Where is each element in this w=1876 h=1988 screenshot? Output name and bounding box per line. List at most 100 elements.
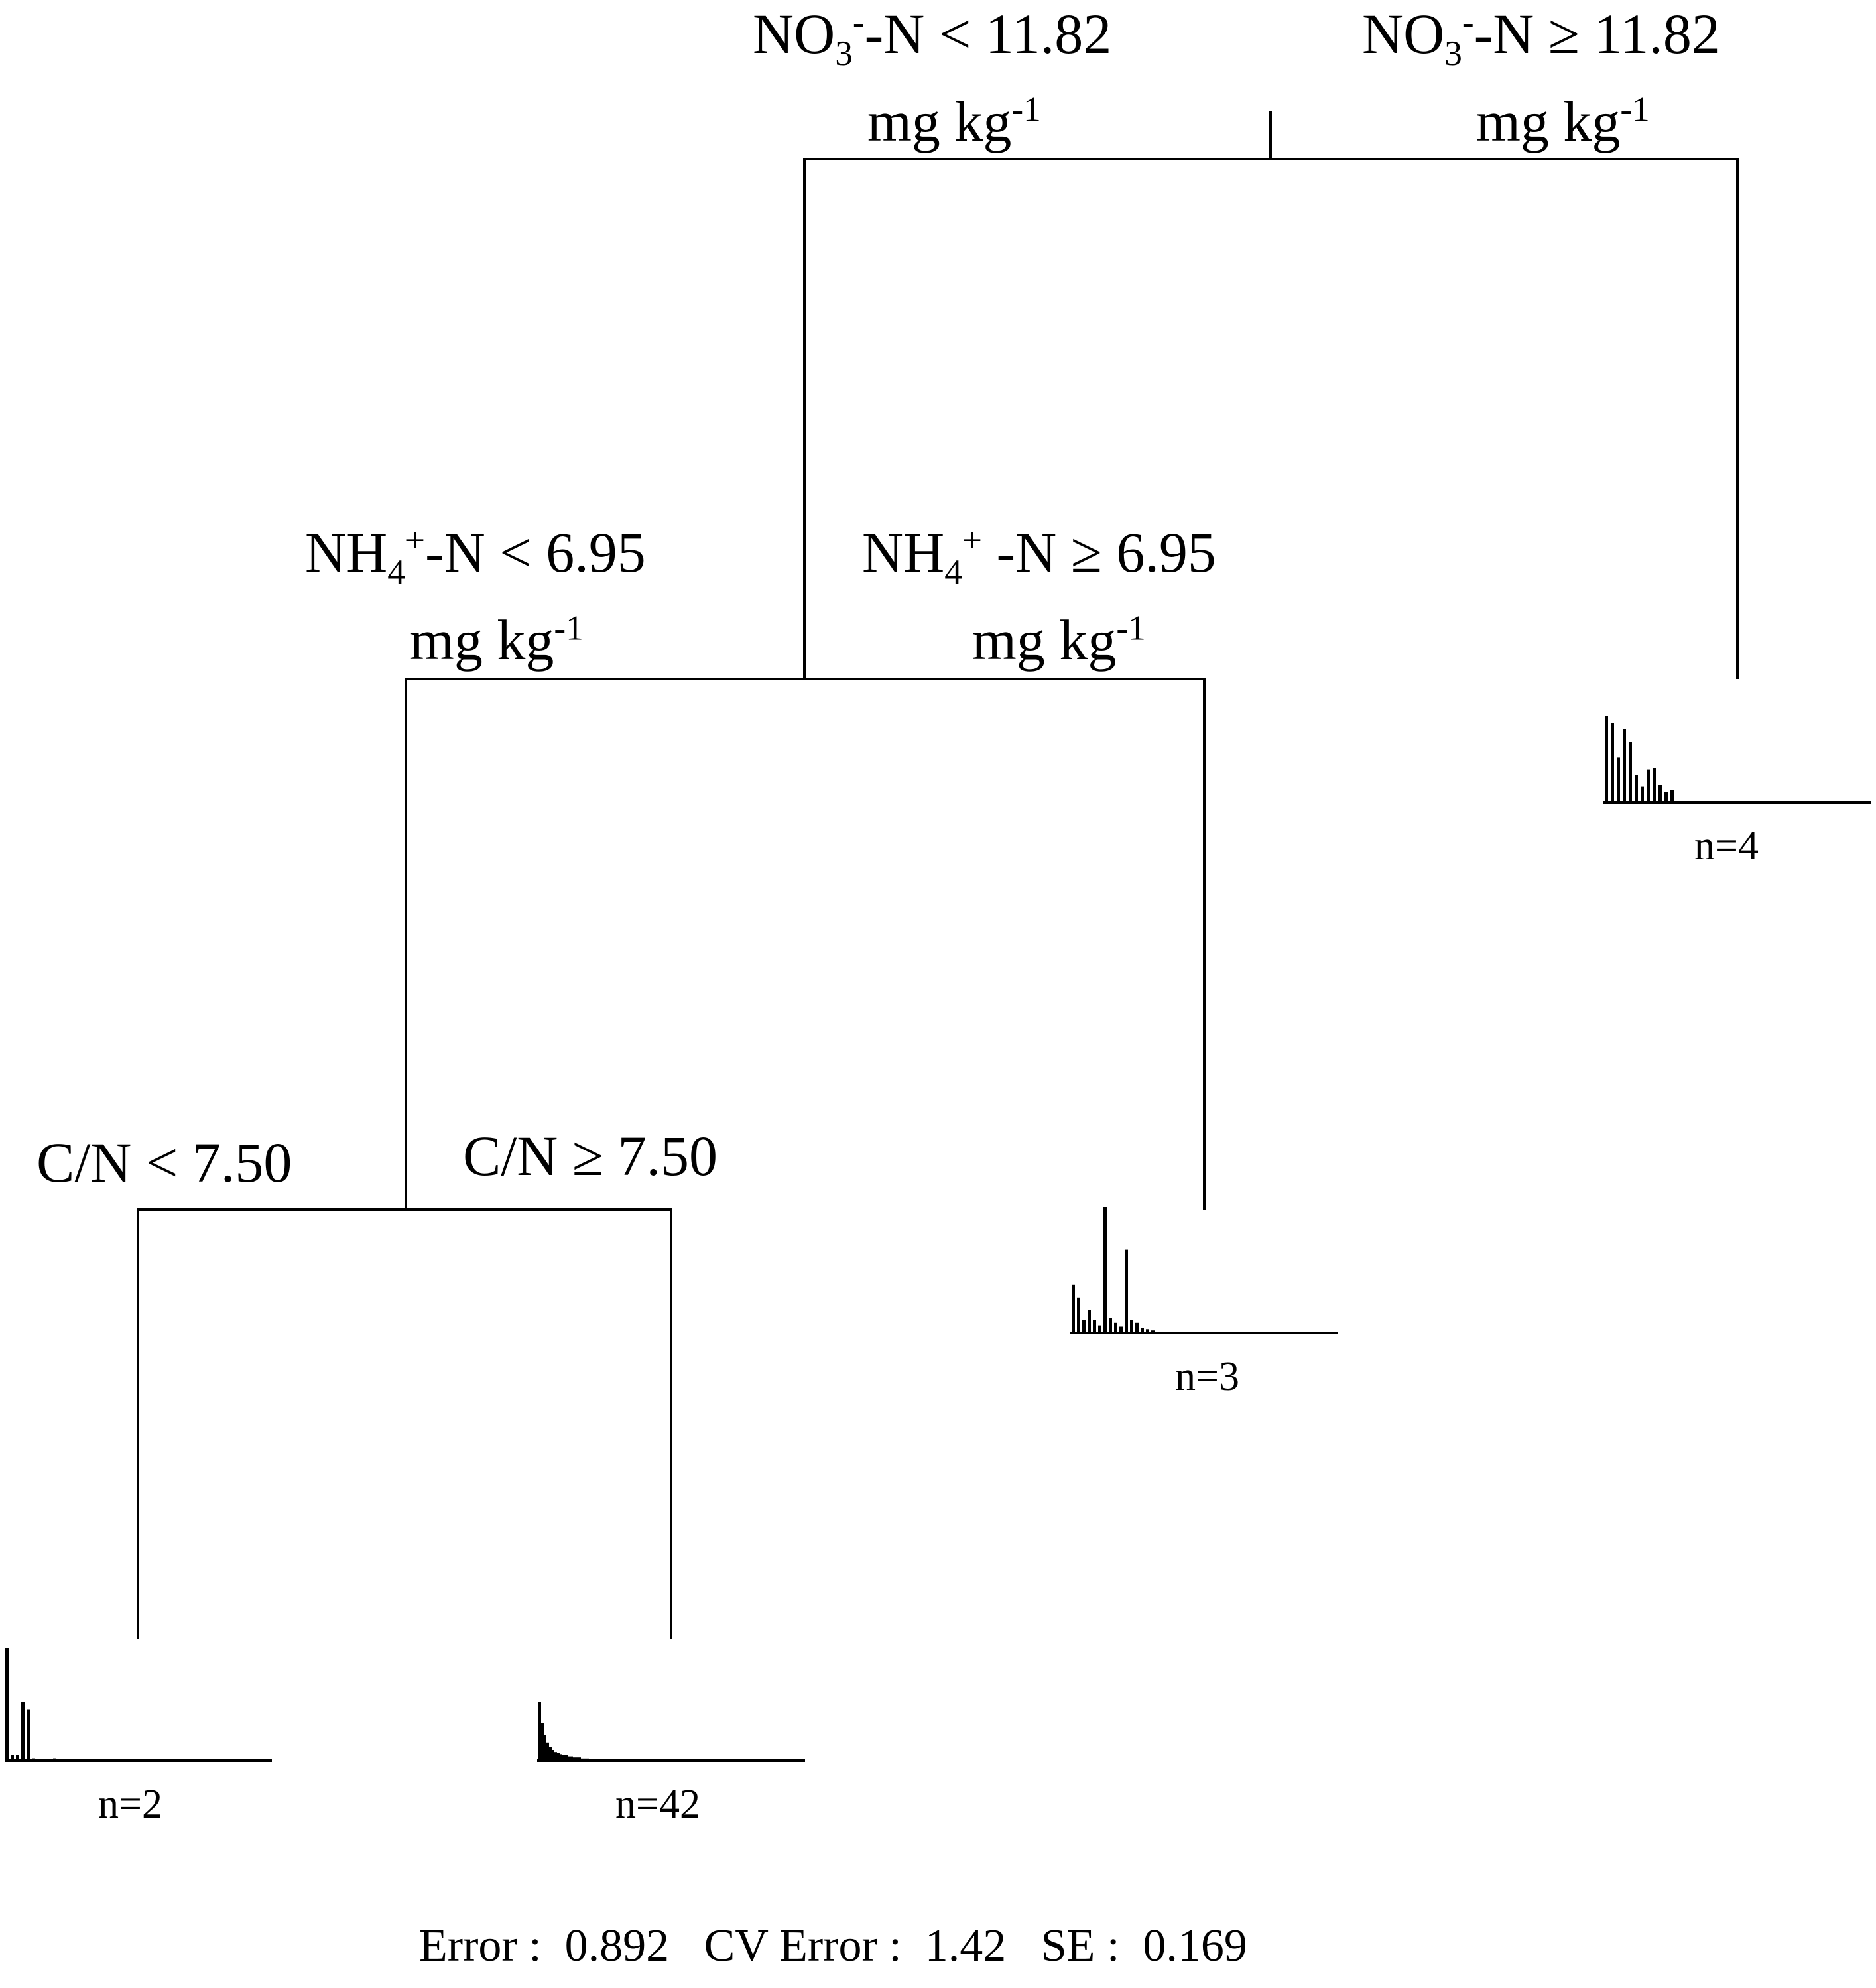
histogram-bar (1130, 1320, 1133, 1333)
histogram-bar (1119, 1326, 1123, 1333)
histogram-bar (560, 1754, 562, 1761)
histogram-bar (1114, 1322, 1117, 1333)
leaf-label-n42: n=42 (615, 1782, 700, 1827)
histogram-bar (1109, 1318, 1112, 1333)
histogram-bar (1658, 785, 1662, 802)
histogram-bar (1664, 792, 1668, 802)
condition-text: -N < 6.95 (424, 521, 646, 584)
superscript: - (852, 1, 865, 42)
histogram-bar (578, 1757, 581, 1761)
leaf-label-n3: n=3 (1175, 1354, 1239, 1399)
histogram-bar (1135, 1322, 1139, 1333)
histogram-bar (549, 1747, 552, 1761)
histogram-bar (53, 1758, 56, 1761)
leaf-histogram-n42 (537, 1702, 805, 1762)
histogram-bar (48, 1759, 51, 1761)
histogram-bar (5, 1648, 9, 1761)
split-3-right-condition: C/N ≥ 7.50 (463, 1124, 718, 1188)
histogram-bar (1623, 729, 1626, 802)
split-2-right-condition: NH4+ -N ≥ 6.95 (862, 521, 1216, 590)
histogram-bar (1670, 790, 1674, 802)
split-2-branch (405, 678, 1206, 1210)
superscript: + (962, 520, 982, 560)
histogram-bar (541, 1723, 544, 1761)
histogram-bar (16, 1755, 19, 1761)
histogram-bar (1093, 1320, 1096, 1333)
histogram-bar (1125, 1249, 1128, 1333)
subscript: 3 (1444, 33, 1462, 74)
histogram-bar (546, 1742, 549, 1761)
split-2-left-unit: mg kg-1 (410, 610, 584, 668)
histogram-bar (1088, 1310, 1091, 1333)
histogram-bar (1647, 769, 1650, 802)
superscript: - (1462, 1, 1474, 42)
unit-text: mg kg (972, 608, 1117, 672)
var-name: NO (1362, 2, 1445, 66)
subscript: 3 (835, 33, 853, 74)
leaf-label-n2: n=2 (98, 1782, 162, 1827)
unit-exponent: -1 (1116, 607, 1146, 648)
histogram-bar (568, 1756, 570, 1761)
leaf-histogram-n3 (1070, 1207, 1338, 1334)
unit-text: mg kg (410, 608, 554, 672)
histogram-bar (576, 1757, 578, 1761)
leaf-label-n4: n=4 (1694, 824, 1759, 869)
split-1-branch (803, 158, 1739, 679)
histogram-bar (1146, 1329, 1149, 1333)
histogram-bar (1072, 1284, 1075, 1333)
leaf-histogram-n2 (5, 1648, 272, 1762)
histogram-bar (1635, 775, 1638, 802)
histogram-bar (586, 1758, 589, 1761)
split-1-right-condition: NO3--N ≥ 11.82 (1362, 4, 1720, 71)
histogram-bar (1653, 768, 1656, 802)
histogram-bar (42, 1760, 46, 1761)
histogram-bar (565, 1755, 568, 1761)
histogram-bar (581, 1758, 584, 1761)
split-3-branch (137, 1208, 672, 1639)
histogram-bar (21, 1702, 25, 1761)
unit-exponent: -1 (554, 607, 584, 648)
unit-exponent: -1 (1011, 89, 1041, 129)
histogram-bar (538, 1702, 541, 1761)
histogram-bar (27, 1709, 30, 1761)
histogram-bar (1611, 723, 1614, 802)
histogram-bar (557, 1753, 560, 1761)
histogram-bar (554, 1752, 557, 1761)
histogram-bar (11, 1755, 14, 1761)
histogram-bar (1641, 786, 1644, 802)
histogram-bar (1617, 757, 1620, 802)
subscript: 4 (387, 552, 405, 592)
histogram-bar (570, 1756, 573, 1761)
histogram-bar (1151, 1330, 1155, 1333)
unit-text: mg kg (867, 90, 1012, 153)
histogram-bar (1141, 1328, 1144, 1333)
superscript: + (405, 520, 425, 560)
histogram-bar (32, 1758, 35, 1761)
error-summary: Error : 0.892 CV Error : 1.42 SE : 0.169 (419, 1920, 1247, 1971)
split-2-left-condition: NH4+-N < 6.95 (305, 521, 646, 590)
histogram-bar (573, 1757, 576, 1761)
var-name: NH (305, 521, 388, 584)
condition-text: -N ≥ 6.95 (981, 521, 1216, 584)
var-name: NO (753, 2, 836, 66)
subscript: 4 (944, 552, 962, 592)
histogram-bar (544, 1735, 546, 1761)
split-1-left-unit: mg kg-1 (867, 90, 1041, 153)
histogram-bar (584, 1758, 586, 1761)
split-3-left-condition: C/N < 7.50 (36, 1131, 292, 1194)
condition-text: -N ≥ 11.82 (1473, 2, 1720, 66)
split-2-right-unit: mg kg-1 (972, 610, 1146, 668)
split-1-right-unit: mg kg-1 (1476, 90, 1650, 153)
histogram-bar (1103, 1207, 1107, 1333)
unit-exponent: -1 (1620, 89, 1650, 129)
var-name: NH (862, 521, 945, 584)
histogram-bar (1629, 742, 1632, 802)
unit-text: mg kg (1476, 90, 1621, 153)
histogram-bar (1098, 1325, 1101, 1333)
condition-text: -N < 11.82 (864, 2, 1112, 66)
histogram-bar (1082, 1320, 1086, 1333)
histogram-bar (1077, 1297, 1080, 1333)
leaf-histogram-n4 (1603, 716, 1871, 804)
histogram-bar (37, 1759, 40, 1761)
